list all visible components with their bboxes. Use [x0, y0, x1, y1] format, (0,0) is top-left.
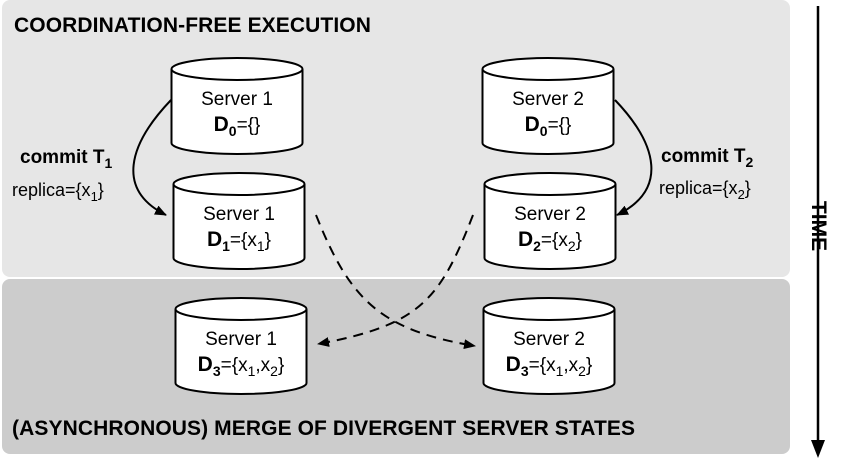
replica-x2-label: replica={x2}: [659, 178, 751, 202]
merge-title: (ASYNCHRONOUS) MERGE OF DIVERGENT SERVER…: [12, 417, 636, 440]
coordination-free-title: COORDINATION-FREE EXECUTION: [14, 14, 371, 37]
server-state: D0={}: [213, 113, 261, 139]
time-arrowhead-icon: [811, 440, 825, 458]
commit-label: commit T2: [661, 146, 754, 170]
server2-initial-cylinder: Server 2 D0={}: [481, 57, 615, 157]
coordination-free-panel: [2, 0, 790, 277]
replica-label: replica={x2}: [659, 178, 751, 202]
server-name: Server 2: [514, 204, 586, 225]
commit-label: commit T1: [20, 147, 113, 171]
server-state: D2={x2}: [517, 228, 583, 254]
server1-after-commit-cylinder: Server 1 D1={x1}: [172, 172, 306, 272]
server2-merged-cylinder: Server 2 D3={x1,x2}: [482, 297, 616, 397]
database-cylinder-icon: [172, 172, 306, 270]
server-state: D1={x1}: [206, 228, 272, 254]
server-state: D0={}: [524, 113, 572, 139]
commit-t2-label: commit T2: [661, 146, 753, 170]
database-cylinder-icon: [170, 57, 304, 155]
time-label: TIME: [807, 200, 830, 252]
server1-merged-cylinder: Server 1 D3={x1,x2}: [174, 297, 308, 397]
server-state: D3={x1,x2}: [197, 353, 285, 379]
replica-label: replica={x1}: [12, 180, 104, 204]
server-name: Server 2: [512, 89, 584, 110]
commit-t1-label: commit T1: [20, 147, 112, 171]
database-cylinder-icon: [482, 297, 616, 395]
merge-arrow-s1-to-s2: [315, 214, 476, 350]
database-cylinder-icon: [481, 57, 615, 155]
server-name: Server 1: [203, 204, 275, 225]
merge-panel: [2, 279, 790, 454]
server-name: Server 1: [201, 89, 273, 110]
commit-t2-arrow: [614, 99, 653, 216]
server1-initial-cylinder: Server 1 D0={}: [170, 57, 304, 157]
server-name: Server 1: [205, 329, 277, 350]
server2-after-commit-cylinder: Server 2 D2={x2}: [483, 172, 617, 272]
server-state: D3={x1,x2}: [505, 353, 593, 379]
replica-x1-label: replica={x1}: [12, 180, 104, 204]
commit-t1-arrow: [132, 99, 172, 216]
database-cylinder-icon: [174, 297, 308, 395]
database-cylinder-icon: [483, 172, 617, 270]
server-name: Server 2: [513, 329, 585, 350]
merge-arrow-s2-to-s1: [317, 214, 474, 347]
